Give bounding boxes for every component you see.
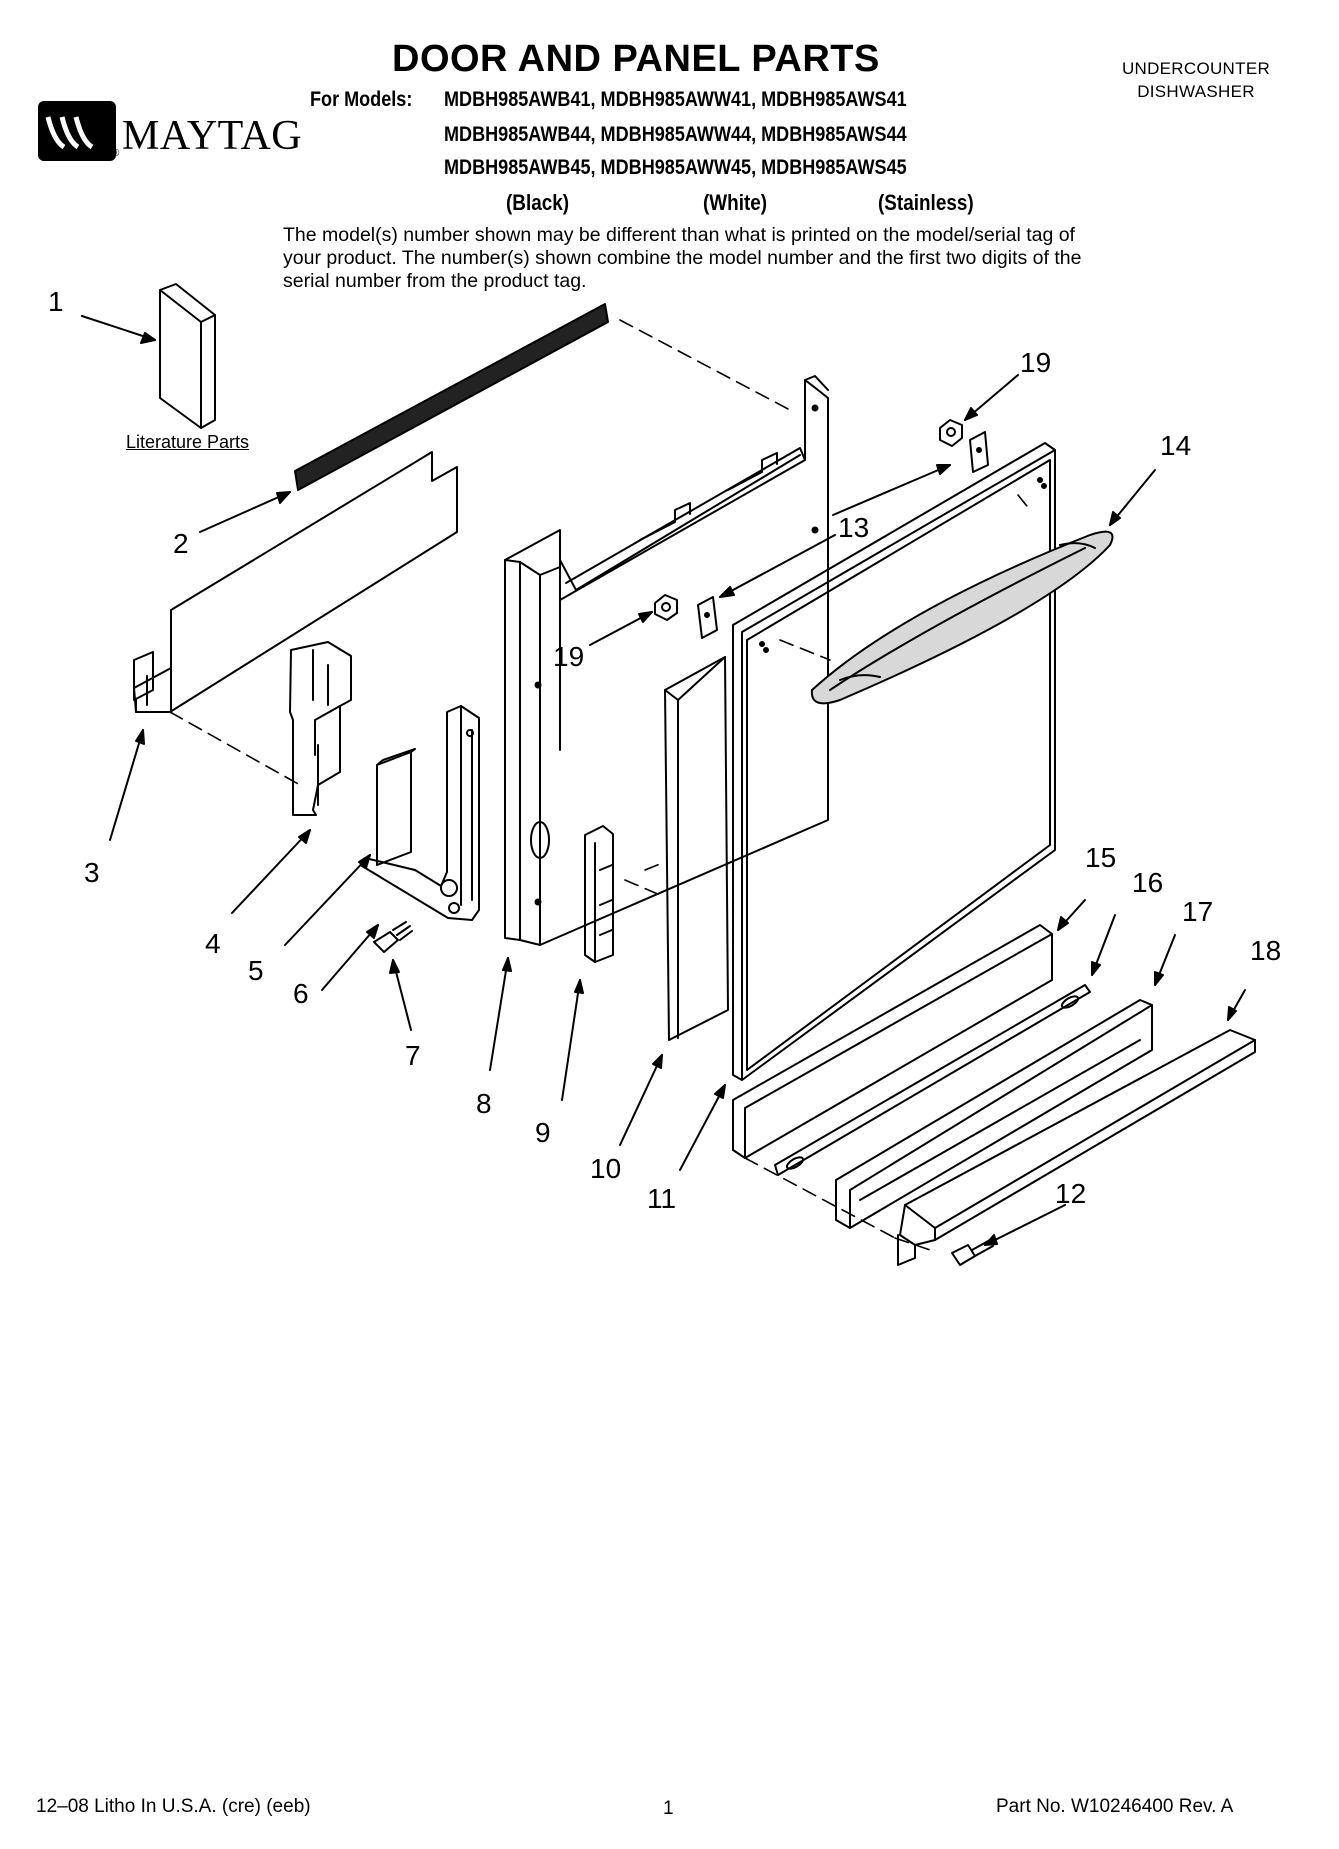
callout-10: 10 [590, 1153, 622, 1184]
part-10-insulation-pad [664, 656, 729, 1041]
part-4-bracket-block [289, 641, 352, 816]
callout-5: 5 [248, 955, 264, 986]
part-7-screw [373, 921, 413, 953]
callout-13: 13 [838, 512, 870, 543]
callout-leader-lines [81, 315, 1246, 1246]
part-16-slotted-strip [774, 984, 1091, 1176]
model-number-note: The model(s) number shown may be differe… [283, 224, 1082, 292]
part-17-toe-kick-channel [835, 999, 1153, 1229]
callout-16: 16 [1132, 867, 1164, 898]
model-row-3: MDBH985AWB45, MDBH985AWW45, MDBH985AWS45 [444, 156, 907, 179]
literature-parts-label: Literature Parts [126, 432, 250, 452]
maytag-logo-icon [38, 101, 116, 161]
part-6-hinge-bracket [361, 705, 480, 921]
part-19-nut-upper [939, 419, 963, 447]
page-title: DOOR AND PANEL PARTS [392, 38, 880, 80]
part-number: Part No. W10246400 Rev. A [996, 1796, 1234, 1817]
part-13-hinge-plate-upper [969, 431, 989, 473]
part-1-literature-booklet [159, 283, 216, 429]
callout-15: 15 [1085, 842, 1117, 873]
callout-12: 12 [1055, 1178, 1087, 1209]
part-9-clip [584, 825, 614, 963]
brand-logo-text: MAYTAG [122, 113, 303, 159]
callout-9: 9 [535, 1117, 551, 1148]
color-label-stainless: (Stainless) [878, 190, 974, 215]
part-5-pad [376, 748, 416, 866]
callout-18: 18 [1250, 935, 1282, 966]
page-number: 1 [663, 1798, 674, 1819]
part-2-trim-strip [294, 303, 609, 491]
models-label: For Models: [310, 88, 413, 111]
part-19-nut-lower [654, 594, 678, 621]
callout-14: 14 [1160, 430, 1192, 461]
callout-19-lower: 19 [553, 641, 585, 672]
callout-11: 11 [647, 1183, 677, 1214]
callout-7: 7 [405, 1040, 421, 1071]
part-14-door-handle [810, 530, 1114, 705]
callout-6: 6 [293, 978, 309, 1009]
model-row-2: MDBH985AWB44, MDBH985AWW44, MDBH985AWS44 [444, 123, 907, 146]
product-type-line-1: UNDERCOUNTER [1121, 59, 1271, 78]
color-label-white: (White) [703, 190, 768, 215]
part-13-hinge-plate-lower [697, 596, 718, 639]
part-18-kick-plate [897, 1029, 1256, 1266]
part-11-outer-door-panel [732, 442, 1056, 1081]
callout-1: 1 [48, 286, 64, 317]
registered-mark: ® [112, 148, 120, 159]
alignment-lines [169, 319, 1031, 1251]
callout-3: 3 [84, 857, 100, 888]
part-15-lower-trim [732, 924, 1053, 1159]
product-type-line-2: DISHWASHER [1137, 82, 1255, 101]
callout-2: 2 [173, 528, 189, 559]
callout-4: 4 [205, 928, 221, 959]
callout-8: 8 [476, 1088, 492, 1119]
callout-17: 17 [1182, 896, 1214, 927]
callout-19-upper: 19 [1020, 347, 1052, 378]
color-label-black: (Black) [506, 190, 570, 215]
print-info: 12–08 Litho In U.S.A. (cre) (eeb) [36, 1796, 311, 1817]
part-3-side-panel [133, 451, 458, 713]
model-row-1: MDBH985AWB41, MDBH985AWW41, MDBH985AWS41 [444, 88, 907, 111]
